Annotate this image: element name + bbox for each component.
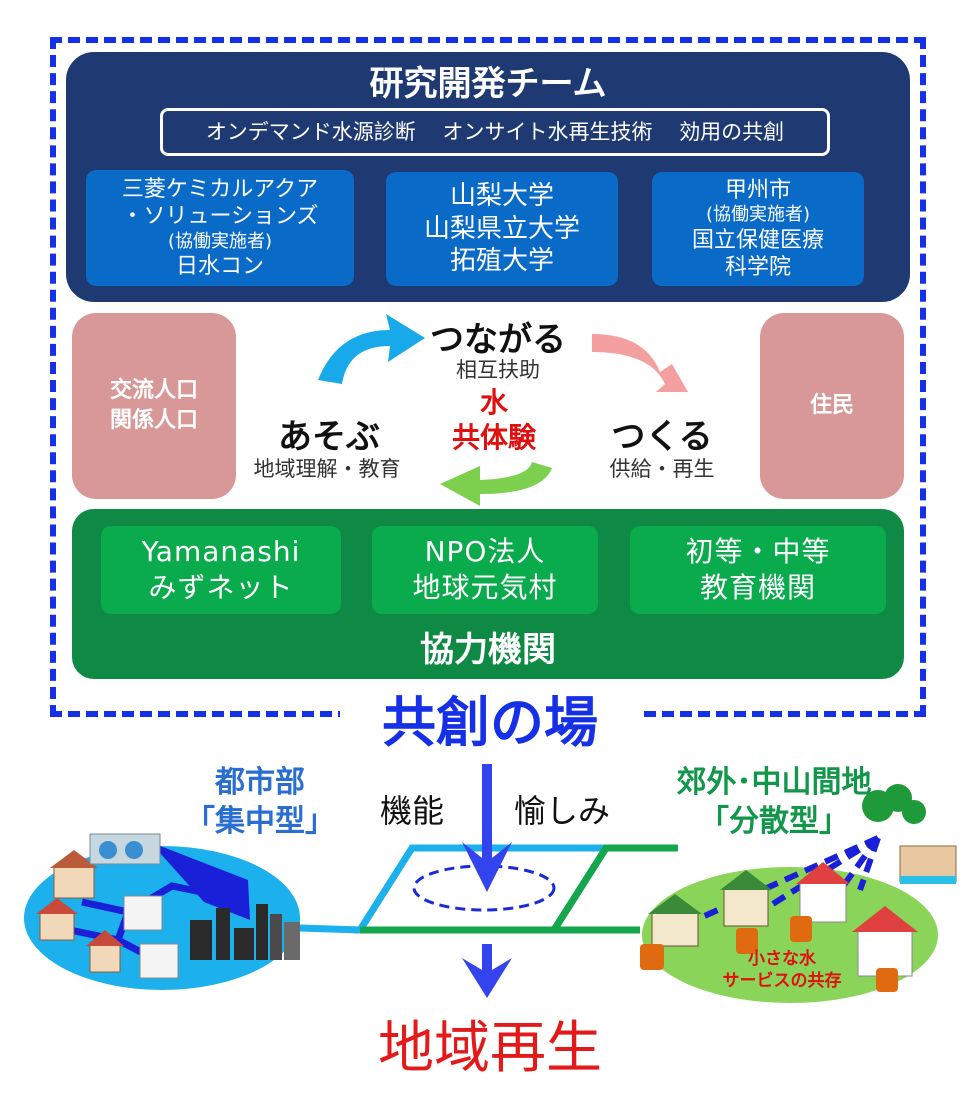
- water-treatment-plant-icon: [89, 833, 161, 865]
- septic-tank-icon: [640, 916, 898, 992]
- down-arrow-result-icon: [462, 944, 512, 998]
- center-line: 水: [479, 386, 508, 419]
- caption-line: 小さな水: [748, 949, 816, 969]
- enjoyment-label: 愉しみ: [514, 792, 611, 830]
- member-line: 国立保健医療: [691, 227, 824, 253]
- visitor-population-box: 交流人口 関係人口: [72, 313, 236, 499]
- member-line: 日水コン: [175, 254, 264, 279]
- urban-link-line: [299, 924, 361, 934]
- verb-connect: つながる: [430, 320, 566, 360]
- cooperator-box: Yamanashi みずネット: [101, 526, 341, 614]
- cooperator-line: Yamanashi: [141, 534, 301, 568]
- verb-play-sub: 地域理解・教育: [253, 457, 401, 481]
- verb-make-sub: 供給・再生: [609, 457, 715, 481]
- arrow-blue-icon: [318, 314, 425, 384]
- research-team-title: 研究開発チーム: [369, 64, 607, 104]
- verb-connect-sub: 相互扶助: [456, 358, 540, 382]
- cooperator-line: みずネット: [148, 571, 294, 604]
- member-university-box: 山梨大学 山梨県立大学 拓殖大学: [386, 172, 618, 286]
- cooperator-box: NPO法人 地球元気村: [372, 526, 598, 614]
- verb-make: つくる: [611, 417, 713, 457]
- member-line: ・ソリューションズ: [121, 204, 319, 229]
- verb-play: あそぶ: [278, 417, 380, 457]
- platform-green: [360, 844, 678, 934]
- rural-title-line: 郊外･中山間地: [676, 765, 872, 800]
- theme-utility-cocreation: 効用の共創: [679, 120, 785, 144]
- caption-line: サービスの共存: [722, 971, 842, 992]
- center-line: 共体験: [451, 421, 536, 454]
- cooperator-line: 初等・中等: [685, 534, 831, 568]
- cooperator-line: 地球元気村: [412, 571, 558, 604]
- co-creation-place-label: 共創の場: [340, 690, 640, 756]
- tree-icon: [862, 784, 926, 824]
- house-icon: [36, 850, 179, 979]
- member-line: 山梨県立大学: [423, 213, 580, 244]
- cooperator-line: NPO法人: [424, 534, 546, 568]
- urban-title-line: 都市部: [215, 765, 305, 800]
- residents-box: 住民: [760, 313, 904, 499]
- urban-area-title: 都市部 「集中型」: [160, 763, 360, 841]
- cooperator-line: 教育機関: [699, 571, 816, 604]
- theme-water-source-diagnosis: オンデマンド水源診断: [205, 120, 416, 144]
- member-city-box: 甲州市 (協働実施者) 国立保健医療 科学院: [652, 172, 864, 286]
- urban-title-line: 「集中型」: [185, 804, 335, 839]
- urban-main-pipe-icon: [150, 842, 250, 920]
- function-label: 機能: [380, 792, 445, 830]
- arrow-pink-icon: [592, 334, 688, 392]
- member-line: (協働実施者): [705, 204, 811, 225]
- research-themes: オンデマンド水源診断 オンサイト水再生技術 効用の共創: [160, 108, 830, 156]
- member-line: 甲州市: [724, 177, 791, 203]
- cooperator-box: 初等・中等 教育機関: [630, 526, 886, 614]
- member-line: 拓殖大学: [449, 246, 554, 277]
- member-line: 山梨大学: [449, 181, 554, 212]
- theme-onsite-recycling: オンサイト水再生技術: [442, 120, 653, 144]
- rural-title-line: 「分散型」: [699, 804, 849, 839]
- visitor-line: 関係人口: [109, 408, 198, 433]
- shared-water-experience: 水 共体験: [434, 385, 554, 455]
- regional-revitalization-label: 地域再生: [378, 1016, 602, 1081]
- member-line: (協働実施者): [167, 230, 273, 252]
- arrow-green-icon: [440, 462, 552, 506]
- member-company-box: 三菱ケミカルアクア ・ソリューションズ (協働実施者) 日水コン: [86, 170, 354, 286]
- residents-label: 住民: [809, 393, 854, 419]
- cooperators-title: 協力機関: [420, 630, 556, 670]
- small-water-service-caption: 小さな水 サービスの共存: [702, 948, 862, 992]
- visitor-line: 交流人口: [109, 378, 198, 404]
- down-arrow-icon: [462, 764, 512, 892]
- member-line: 三菱ケミカルアクア: [121, 176, 319, 202]
- factory-city-icon: [190, 904, 300, 960]
- soil-filter-icon: [899, 845, 957, 884]
- member-line: 科学院: [724, 255, 791, 280]
- rural-area-title: 郊外･中山間地 「分散型」: [652, 763, 896, 841]
